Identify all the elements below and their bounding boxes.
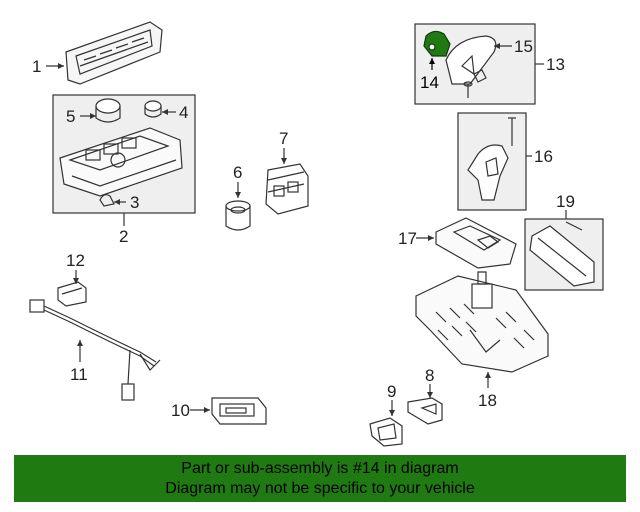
- part-11-wiring-harness: [29, 299, 161, 401]
- callout-5: 5: [66, 107, 75, 126]
- callout-10: 10: [171, 401, 190, 420]
- part-19-control-module: [529, 221, 595, 287]
- part-17-indicator-panel: [435, 217, 517, 269]
- callout-17: 17: [398, 229, 417, 248]
- part-1-switch-panel: [65, 21, 163, 85]
- callout-18: 18: [478, 391, 497, 410]
- callout-11: 11: [70, 365, 88, 384]
- part-3-clip: [99, 194, 115, 207]
- callout-8: 8: [425, 366, 434, 385]
- callout-15: 15: [514, 37, 533, 56]
- part-13-small-parts: [463, 69, 487, 98]
- part-8-clip: [407, 397, 443, 425]
- part-10-usb-port: [211, 397, 267, 425]
- part-9-clip: [369, 417, 403, 447]
- part-14-highlighted: [423, 30, 451, 57]
- part-2-switch-module: [59, 127, 183, 197]
- banner-line-1: Part or sub-assembly is #14 in diagram: [181, 460, 459, 477]
- part-12-connector: [57, 281, 87, 307]
- callout-1: 1: [32, 57, 41, 76]
- part-16-shift-knob: [467, 117, 516, 201]
- callout-19: 19: [556, 192, 575, 211]
- part-5-knob: [95, 98, 121, 123]
- callout-14: 14: [420, 73, 439, 92]
- parts-diagram: 1 2 3 4 5 6 7 8 9 10 11 12 13 14 15 16 1…: [29, 21, 604, 447]
- callout-4: 4: [179, 103, 188, 122]
- callout-3: 3: [130, 193, 139, 212]
- callout-12: 12: [66, 251, 85, 270]
- part-7-switch: [265, 163, 309, 215]
- callout-7: 7: [279, 129, 288, 148]
- info-banner: Part or sub-assembly is #14 in diagram D…: [14, 455, 626, 502]
- banner-line-2: Diagram may not be specific to your vehi…: [165, 480, 475, 497]
- part-6-socket: [225, 200, 251, 231]
- callout-13: 13: [546, 55, 565, 74]
- callout-6: 6: [233, 163, 242, 182]
- part-4-knob: [144, 100, 162, 118]
- callout-2: 2: [119, 227, 128, 246]
- callout-16: 16: [534, 147, 553, 166]
- callout-9: 9: [387, 382, 396, 401]
- part-18-shifter-assembly: [415, 271, 549, 373]
- part-15-shift-knob-cover: [445, 35, 497, 85]
